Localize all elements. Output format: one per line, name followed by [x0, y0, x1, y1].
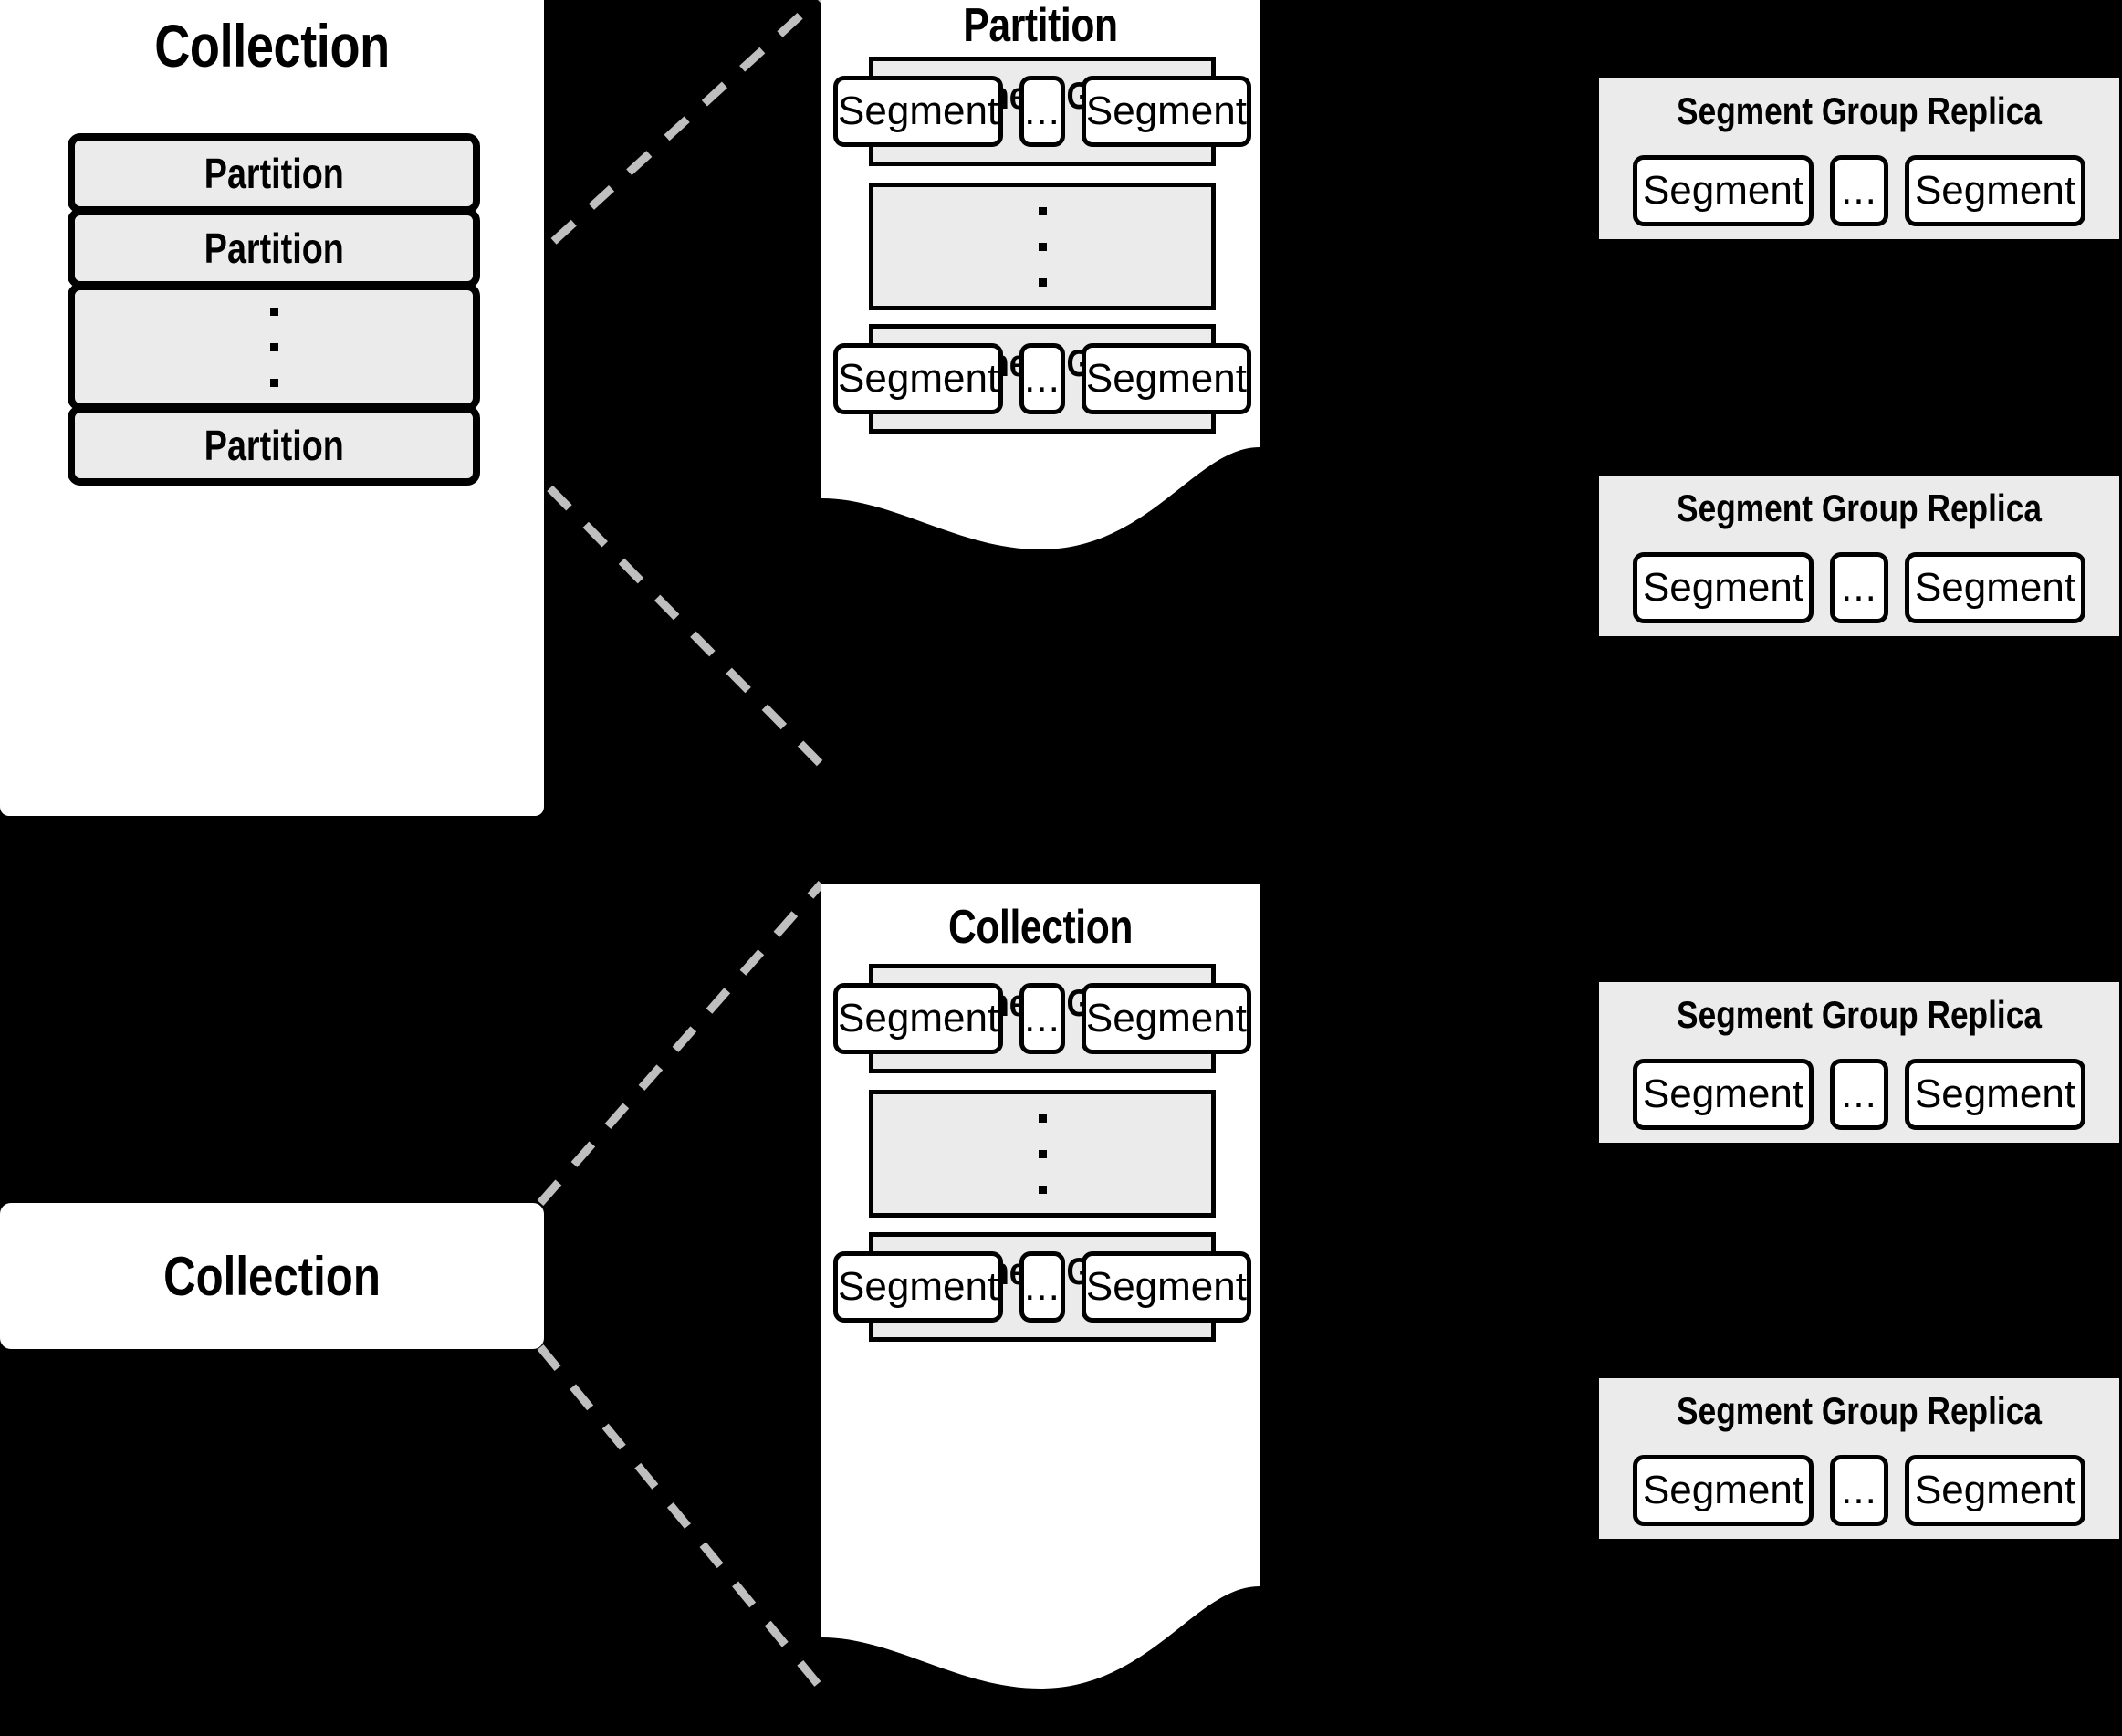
partition-label: Partition — [204, 225, 344, 272]
segment-box[interactable]: Segment — [833, 76, 1004, 147]
segment-box[interactable]: Segment — [1633, 1059, 1814, 1130]
connector-collection-bottom — [537, 1344, 825, 1691]
vertical-ellipsis-icon — [1038, 1114, 1047, 1194]
segment-row: Segment ... Segment — [833, 983, 1251, 1054]
segment-row: Segment ... Segment — [833, 76, 1251, 147]
vertical-ellipsis-icon — [1038, 206, 1047, 287]
segment-box[interactable]: Segment — [1905, 1455, 2085, 1526]
segment-row: Segment ... Segment — [1599, 1455, 2119, 1526]
segment-ellipsis-box: ... — [1830, 552, 1888, 623]
segment-box[interactable]: Segment — [833, 343, 1004, 414]
segment-group[interactable]: Segment Group Segment ... Segment — [833, 1232, 1251, 1342]
segment-group-gap — [869, 183, 1216, 310]
segment-box[interactable]: Segment — [1633, 155, 1814, 226]
segment-ellipsis-box: ... — [1830, 1059, 1888, 1130]
segment-box[interactable]: Segment — [1905, 155, 2085, 226]
collection-card-title: Collection — [154, 12, 390, 79]
segment-ellipsis-box: ... — [1019, 983, 1065, 1054]
segment-ellipsis-box: ... — [1019, 1251, 1065, 1323]
segment-box[interactable]: Segment — [1081, 76, 1251, 147]
segment-box[interactable]: Segment — [1905, 1059, 2085, 1130]
partition-row[interactable]: Partition — [68, 208, 480, 288]
segment-group-replica-title: Segment Group Replica — [1677, 486, 2042, 529]
collection-detail-card: Collection Segment Group Segment ... Seg… — [821, 884, 1260, 1723]
segment-group-replica-title: Segment Group Replica — [1677, 1389, 2042, 1432]
segment-group[interactable]: Segment Group Segment ... Segment — [833, 324, 1251, 434]
collection-detail-card-title: Collection — [947, 901, 1134, 954]
collection-pill-label: Collection — [163, 1245, 381, 1307]
partition-label: Partition — [204, 422, 344, 469]
segment-group-replica[interactable]: Segment Group Replica Segment ... Segmen… — [1599, 78, 2119, 239]
segment-box[interactable]: Segment — [1633, 1455, 1814, 1526]
segment-ellipsis-box: ... — [1019, 76, 1065, 147]
segment-group-replica[interactable]: Segment Group Replica Segment ... Segmen… — [1599, 1378, 2119, 1539]
segment-box[interactable]: Segment — [833, 983, 1004, 1054]
segment-group-replica[interactable]: Segment Group Replica Segment ... Segmen… — [1599, 476, 2119, 636]
segment-row: Segment ... Segment — [1599, 552, 2119, 623]
partition-row[interactable]: Partition — [68, 133, 480, 214]
partition-card-title: Partition — [963, 0, 1118, 52]
partition-card: Partition Segment Group Segment ... Segm… — [821, 0, 1260, 557]
segment-box[interactable]: Segment — [1081, 1251, 1251, 1323]
segment-ellipsis-box: ... — [1830, 1455, 1888, 1526]
segment-group-gap — [869, 1090, 1216, 1218]
collection-pill[interactable]: Collection — [0, 1203, 544, 1349]
segment-box[interactable]: Segment — [833, 1251, 1004, 1323]
segment-row: Segment ... Segment — [1599, 155, 2119, 226]
segment-group[interactable]: Segment Group Segment ... Segment — [833, 964, 1251, 1073]
segment-box[interactable]: Segment — [1905, 552, 2085, 623]
segment-box[interactable]: Segment — [1633, 552, 1814, 623]
connector-collection-top — [537, 881, 825, 1206]
vertical-ellipsis-icon — [269, 307, 278, 387]
partition-label: Partition — [204, 150, 344, 197]
segment-row: Segment ... Segment — [1599, 1059, 2119, 1130]
segment-ellipsis-box: ... — [1830, 155, 1888, 226]
segment-group-replica-title: Segment Group Replica — [1677, 993, 2042, 1036]
segment-group-replica-title: Segment Group Replica — [1677, 89, 2042, 132]
segment-row: Segment ... Segment — [833, 1251, 1251, 1323]
segment-box[interactable]: Segment — [1081, 983, 1251, 1054]
partition-row[interactable]: Partition — [68, 405, 480, 486]
segment-group-replica[interactable]: Segment Group Replica Segment ... Segmen… — [1599, 982, 2119, 1143]
segment-box[interactable]: Segment — [1081, 343, 1251, 414]
partition-row-ellipsis — [68, 283, 480, 411]
segment-row: Segment ... Segment — [833, 343, 1251, 414]
segment-ellipsis-box: ... — [1019, 343, 1065, 414]
collection-card: Collection Partition Partition Partition — [0, 0, 544, 816]
segment-group[interactable]: Segment Group Segment ... Segment — [833, 57, 1251, 166]
